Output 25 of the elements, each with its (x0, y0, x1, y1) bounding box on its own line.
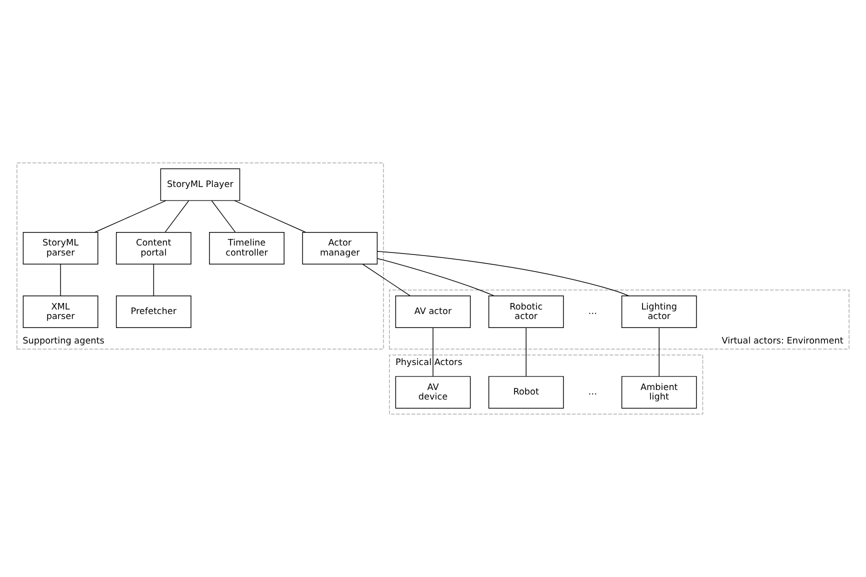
label: … (588, 307, 598, 318)
connector (60, 264, 61, 296)
node-box: Prefetcher (116, 296, 192, 328)
node-box: Timeline controller (209, 232, 284, 264)
label: … (588, 388, 598, 398)
node-box: AV actor (395, 296, 471, 328)
node-box: StoryML Player (160, 168, 240, 201)
node-box: Robotic actor (488, 296, 564, 328)
connector (211, 200, 236, 233)
node-box: Lighting actor (621, 296, 697, 328)
connector (658, 327, 660, 377)
node-box: Ambient light (621, 376, 697, 409)
node-box: Robot (488, 376, 564, 409)
connector (234, 200, 306, 233)
connector (153, 264, 154, 296)
node-box: Content portal (116, 232, 192, 264)
connector (432, 327, 434, 377)
connector (164, 200, 190, 233)
connector (377, 250, 630, 296)
connector (377, 258, 494, 296)
node-box: StoryML parser (22, 232, 98, 264)
node-box: Actor manager (302, 232, 378, 264)
connector (94, 200, 166, 233)
node-box: XML parser (22, 296, 98, 328)
node-box: AV device (395, 376, 471, 409)
